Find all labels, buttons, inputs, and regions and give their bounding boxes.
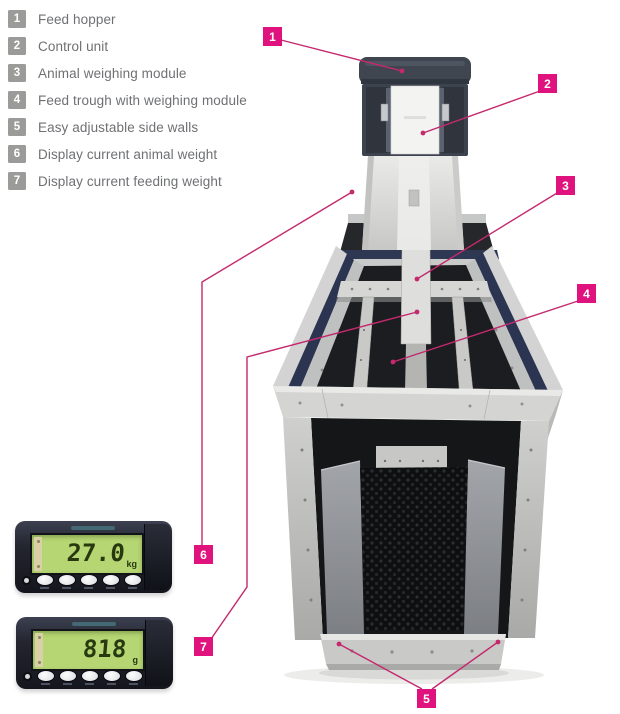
animal-weight-unit: kg (126, 559, 137, 569)
legend-item-feed-trough: 4 Feed trough with weighing module (8, 91, 247, 109)
feeding-weight-display-device: 818 g (16, 617, 173, 689)
legend-number-badge: 2 (8, 37, 26, 55)
legend-item-feeding-weight-display: 7 Display current feeding weight (8, 172, 247, 190)
callout-marker-4: 4 (577, 284, 596, 303)
animal-weight-value: 27.0 (65, 539, 127, 567)
hopper-cap (359, 57, 471, 84)
callout-marker-6: 6 (194, 545, 213, 564)
legend-item-control-unit: 2 Control unit (8, 37, 247, 55)
device-button (58, 574, 76, 589)
legend-item-side-walls: 5 Easy adjustable side walls (8, 118, 247, 136)
device-side-cap (144, 524, 172, 590)
legend-number-badge: 3 (8, 64, 26, 82)
device-buttons (24, 574, 146, 589)
callout-marker-5: 5 (417, 689, 436, 708)
legend-label: Feed hopper (38, 11, 116, 27)
device-button (37, 670, 55, 685)
callout-marker-3: 3 (556, 176, 575, 195)
device-side-cap (145, 620, 173, 686)
feeding-weight-lcd: 818 g (31, 629, 145, 671)
legend-item-feed-hopper: 1 Feed hopper (8, 10, 247, 28)
animal-weight-lcd: 27.0 kg (30, 533, 144, 575)
feeding-weight-unit: g (132, 655, 139, 665)
feed-trough-plate (376, 446, 447, 468)
device-button (102, 574, 120, 589)
legend-number-badge: 7 (8, 172, 26, 190)
lcd-side-strip (34, 537, 42, 571)
legend-label: Feed trough with weighing module (38, 92, 247, 108)
legend: 1 Feed hopper 2 Control unit 3 Animal we… (8, 10, 247, 199)
legend-number-badge: 5 (8, 118, 26, 136)
cage-front-rim (273, 386, 563, 447)
device-button (59, 670, 77, 685)
base-beam (320, 634, 506, 670)
animal-weight-display-device: 27.0 kg (15, 521, 172, 593)
device-button (81, 670, 99, 685)
device-brand-logo (72, 622, 116, 626)
device-brand-logo (71, 526, 115, 530)
cage-front-section (283, 417, 549, 670)
legend-label: Display current animal weight (38, 146, 218, 162)
device-button (36, 574, 54, 589)
legend-label: Easy adjustable side walls (38, 119, 199, 135)
device-led (25, 673, 30, 679)
legend-label: Display current feeding weight (38, 173, 222, 189)
feed-hopper-chute (362, 156, 464, 250)
legend-number-badge: 4 (8, 91, 26, 109)
lcd-side-strip (35, 633, 43, 667)
device-button (80, 574, 98, 589)
callout-marker-2: 2 (538, 74, 557, 93)
device-button (125, 670, 143, 685)
feeding-weight-value: 818 (81, 635, 128, 663)
feed-hopper-top (359, 57, 471, 156)
rubber-mat (360, 467, 468, 630)
control-unit (380, 85, 450, 155)
device-led (24, 577, 29, 583)
legend-label: Animal weighing module (38, 65, 187, 81)
legend-item-animal-weight-display: 6 Display current animal weight (8, 145, 247, 163)
side-walls (320, 459, 506, 634)
callout-marker-7: 7 (194, 637, 213, 656)
device-buttons (25, 670, 147, 685)
legend-item-animal-weighing-module: 3 Animal weighing module (8, 64, 247, 82)
device-button (103, 670, 121, 685)
device-button (124, 574, 142, 589)
callout-lines (201, 39, 579, 690)
legend-number-badge: 6 (8, 145, 26, 163)
legend-label: Control unit (38, 38, 109, 54)
legend-number-badge: 1 (8, 10, 26, 28)
callout-marker-1: 1 (263, 27, 282, 46)
callout-line-dots (336, 68, 501, 647)
